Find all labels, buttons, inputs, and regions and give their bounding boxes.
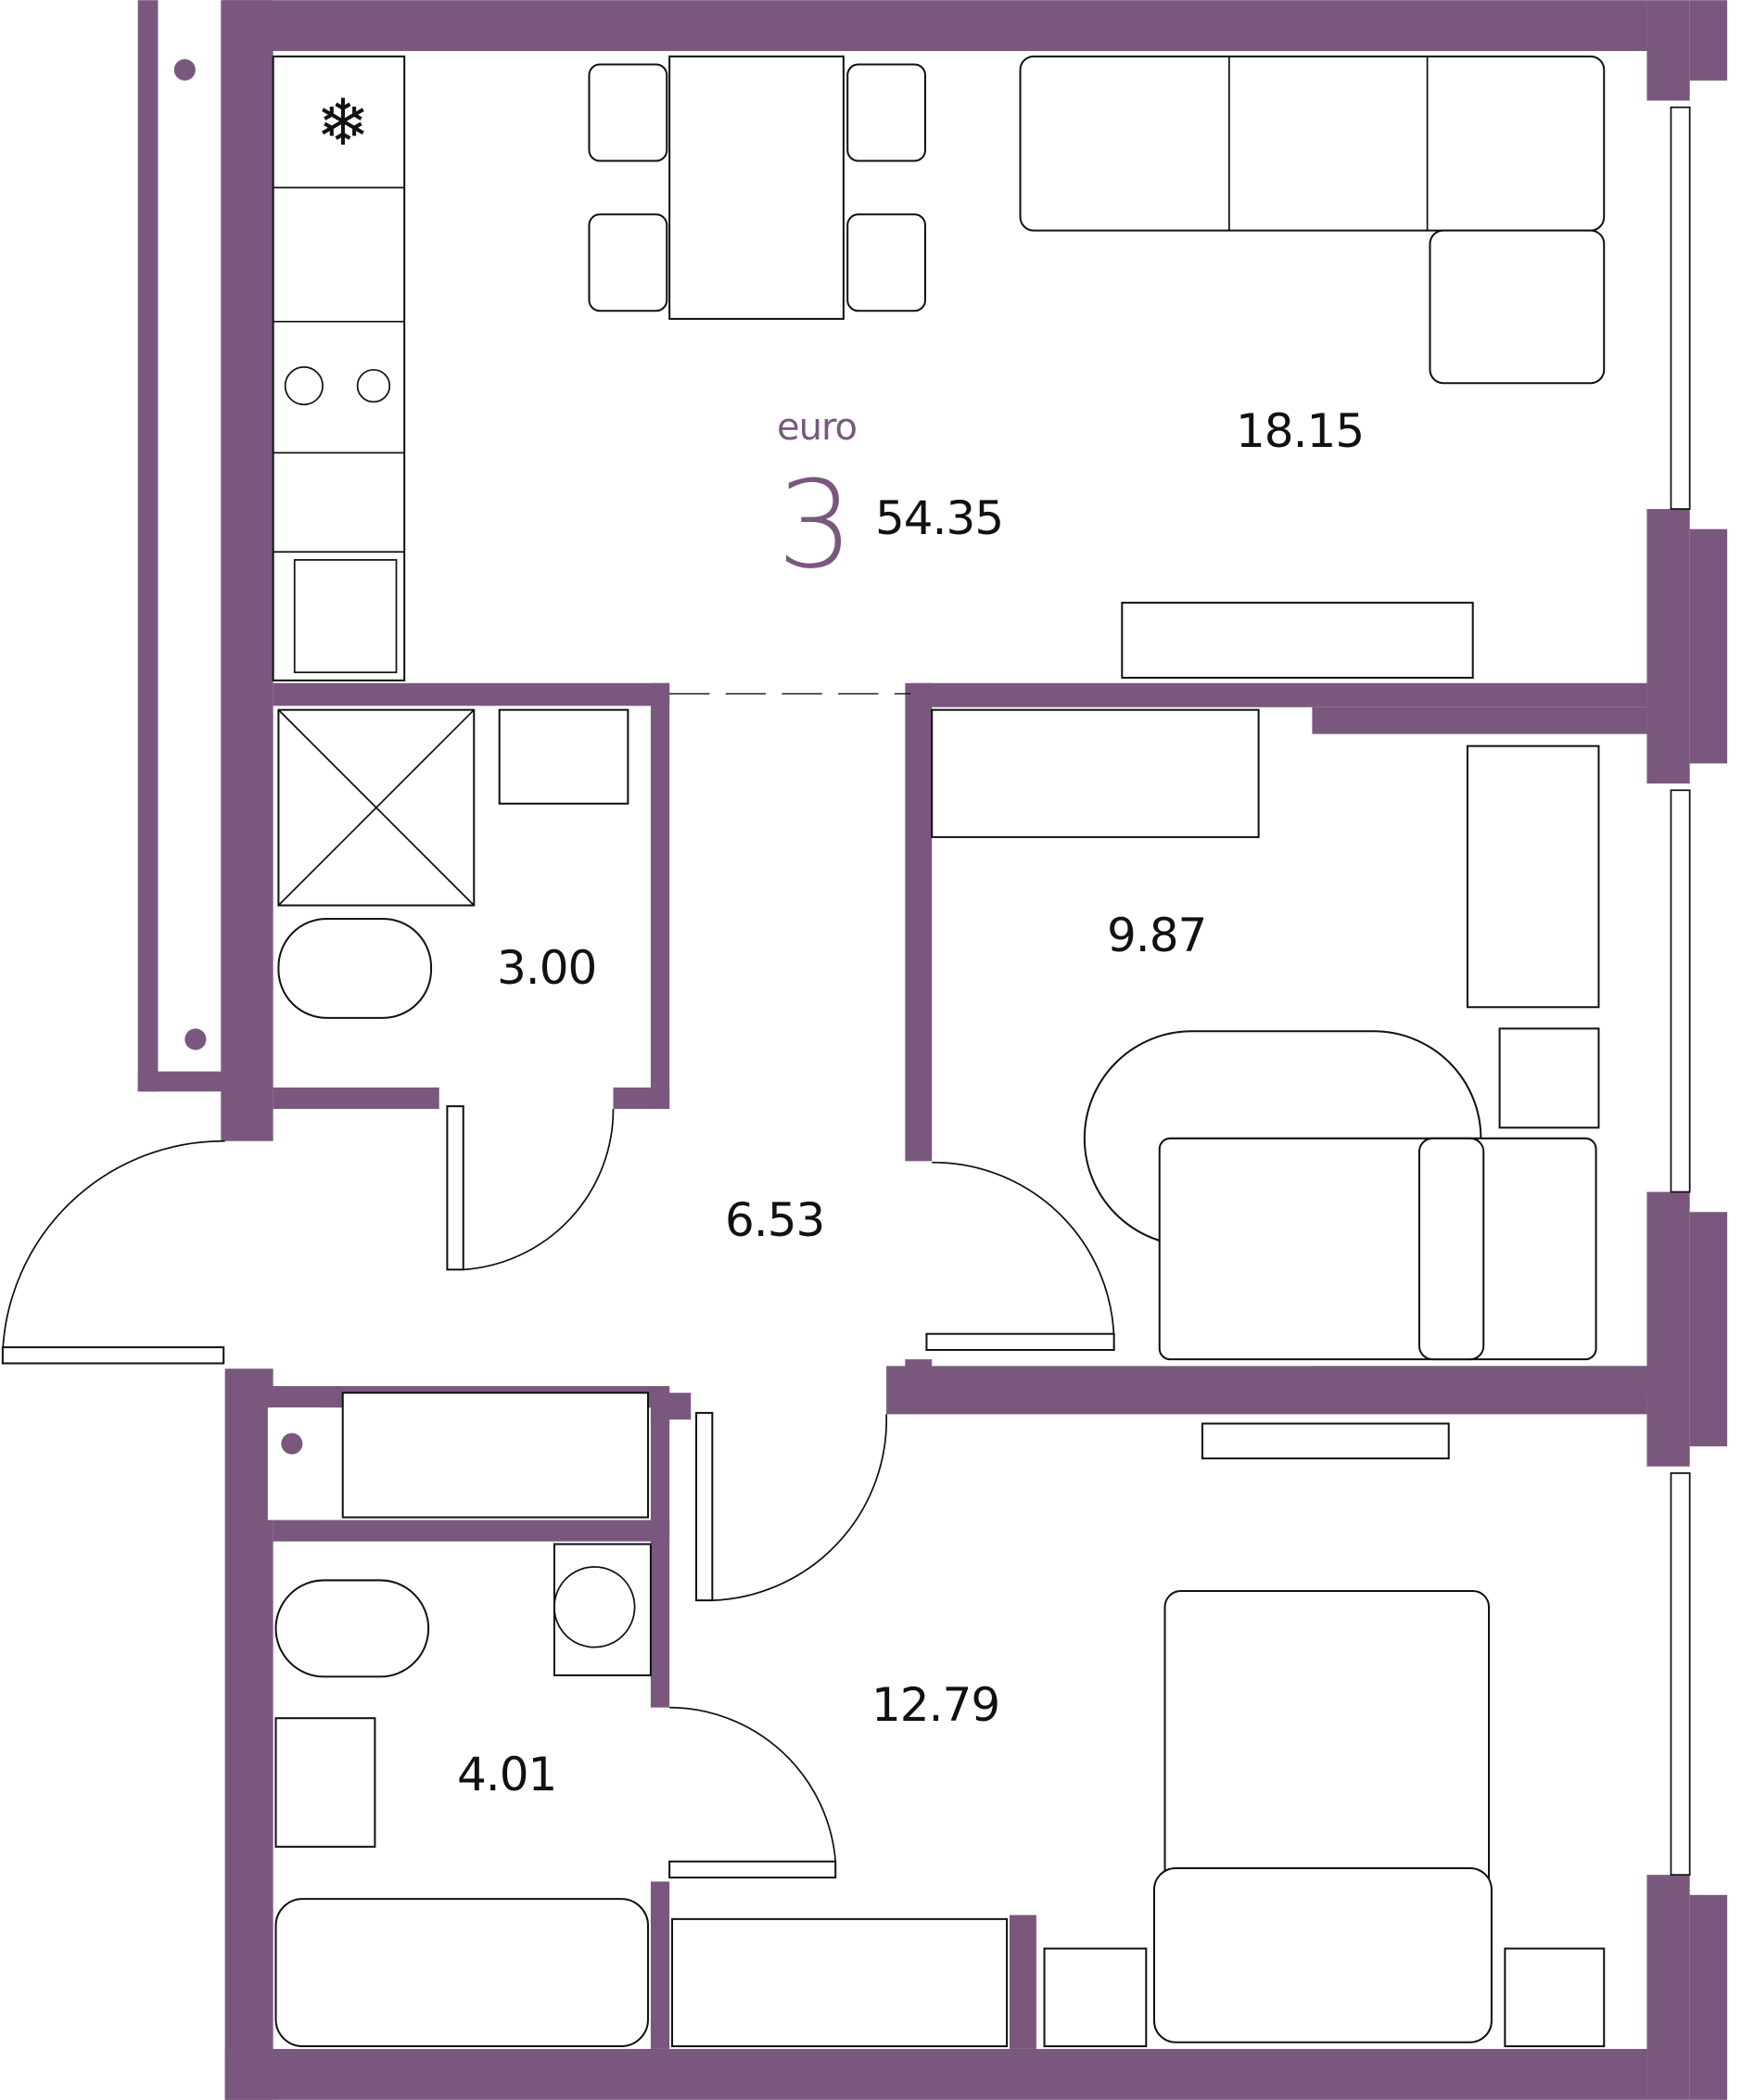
- windows: [1670, 106, 1691, 1877]
- area-hallway: 6.53: [725, 1193, 825, 1247]
- walls: [137, 0, 1728, 2100]
- total-area: 54.35: [875, 491, 1004, 545]
- furniture: ❄: [272, 55, 1606, 2048]
- room-count: 3: [777, 454, 854, 595]
- area-bathroom-large: 4.01: [457, 1748, 557, 1801]
- shaft-marker: [173, 58, 196, 81]
- svg-text:❄: ❄: [316, 86, 370, 160]
- area-bedroom-main: 12.79: [871, 1678, 1000, 1732]
- area-bedroom-office: 9.87: [1107, 909, 1207, 962]
- area-living-kitchen: 18.15: [1236, 404, 1365, 458]
- apartment-type-label: euro: [777, 406, 858, 449]
- doors: [1, 693, 1115, 1879]
- area-bathroom-small: 3.00: [497, 941, 597, 995]
